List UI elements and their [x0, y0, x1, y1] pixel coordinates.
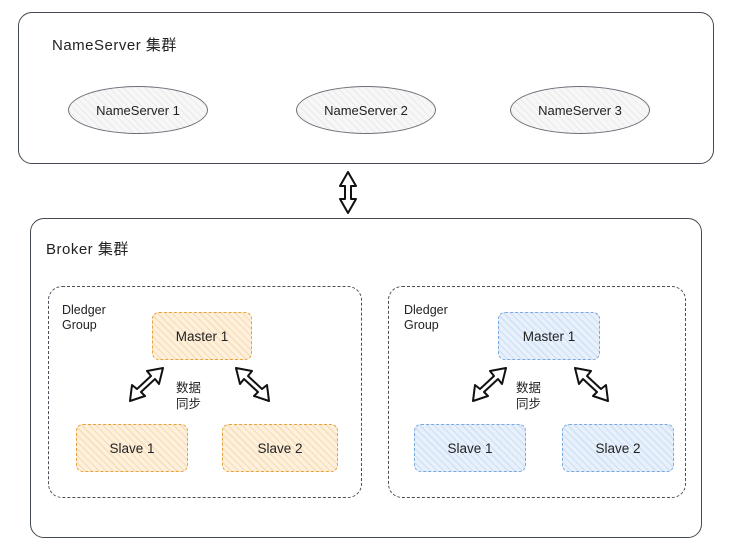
right-sync-label: 数据 同步 — [516, 381, 542, 411]
left-slave-1-node[interactable]: Slave 1 — [76, 424, 188, 472]
nameserver-cluster-title: NameServer 集群 — [52, 37, 177, 54]
right-slave-1-node[interactable]: Slave 1 — [414, 424, 526, 472]
nameserver-broker-double-arrow — [339, 171, 357, 214]
right-slave-2-node[interactable]: Slave 2 — [562, 424, 674, 472]
nameserver-node-3[interactable]: NameServer 3 — [510, 86, 650, 134]
right-master-1-node[interactable]: Master 1 — [498, 312, 600, 360]
broker-cluster-title: Broker 集群 — [46, 241, 129, 258]
left-master-1-node[interactable]: Master 1 — [152, 312, 252, 360]
nameserver-node-2[interactable]: NameServer 2 — [296, 86, 436, 134]
dledger-group-left-label: Dledger Group — [62, 303, 106, 332]
left-slave-2-node[interactable]: Slave 2 — [222, 424, 338, 472]
nameserver-node-1[interactable]: NameServer 1 — [68, 86, 208, 134]
left-sync-label: 数据 同步 — [176, 381, 202, 411]
dledger-group-right-label: Dledger Group — [404, 303, 448, 332]
